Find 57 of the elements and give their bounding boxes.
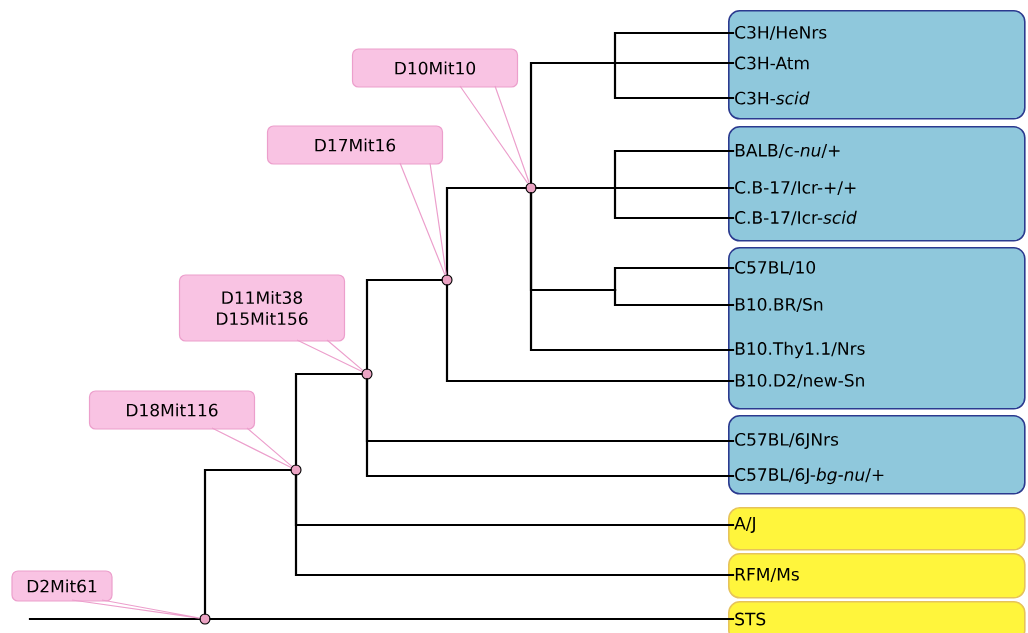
strain-label: C.B-17/Icr-+/+ <box>735 180 856 196</box>
strain-label: C3H-Atm <box>735 56 809 70</box>
tree-branch <box>445 284 735 383</box>
tree-branch <box>365 378 735 478</box>
callout-box: D2Mit61 <box>11 570 113 602</box>
callout-pointer <box>399 162 447 276</box>
strain-label: C.B-17/Icr-scid <box>735 210 857 226</box>
strain-label: B10.Thy1.1/Nrs <box>735 341 865 359</box>
strain-label: STS <box>735 612 766 626</box>
tree-branch <box>613 186 735 220</box>
group-box <box>728 415 1026 495</box>
callout-box: D18Mit116 <box>88 390 256 430</box>
tree-branch <box>294 474 735 577</box>
group-box <box>728 10 1026 120</box>
callout-pointer <box>71 599 201 619</box>
callout-pointer <box>211 427 293 469</box>
branch-point <box>290 464 302 476</box>
strain-label: C57BL/6JNrs <box>735 433 839 449</box>
tree-branch <box>365 278 443 370</box>
callout-pointer <box>459 85 530 185</box>
tree-branch <box>28 617 201 621</box>
strain-label: C57BL/10 <box>735 260 816 276</box>
tree-branch <box>613 186 735 190</box>
group-box <box>728 247 1026 410</box>
tree-branch <box>294 372 363 466</box>
tree-branch <box>529 192 735 352</box>
tree-branch <box>613 31 735 65</box>
tree-branch <box>613 61 735 100</box>
group-box <box>728 126 1026 242</box>
callout-box: D11Mit38 D15Mit156 <box>178 274 346 342</box>
tree-branch <box>535 186 617 190</box>
tree-branch <box>203 468 292 615</box>
tree-branch <box>209 617 735 621</box>
strain-label: BALB/c-nu/+ <box>735 144 840 158</box>
strain-label: C3H/HeNrs <box>735 25 827 41</box>
strain-label: C57BL/6J-bg-nu/+ <box>735 467 884 485</box>
strain-label: B10.D2/new-Sn <box>735 373 864 389</box>
tree-branch <box>613 266 735 292</box>
tree-branch <box>529 61 617 184</box>
tree-branch <box>445 186 527 276</box>
tree-branch <box>613 149 735 190</box>
branch-point <box>361 368 373 380</box>
group-box <box>728 507 1026 551</box>
branch-point <box>525 182 537 194</box>
strain-label: A/J <box>734 517 755 533</box>
strain-label: C3H-scid <box>735 91 810 105</box>
branch-point <box>441 274 453 286</box>
callout-box: D10Mit10 <box>351 48 519 88</box>
callout-box: D17Mit16 <box>266 125 444 165</box>
strain-label: B10.BR/Sn <box>735 297 823 313</box>
tree-branch <box>613 288 735 307</box>
group-box <box>728 553 1026 599</box>
strain-label: RFM/Ms <box>735 568 799 582</box>
branch-point <box>199 613 211 625</box>
group-box <box>728 601 1026 633</box>
tree-branch <box>613 61 735 65</box>
callout-pointer <box>296 339 364 373</box>
